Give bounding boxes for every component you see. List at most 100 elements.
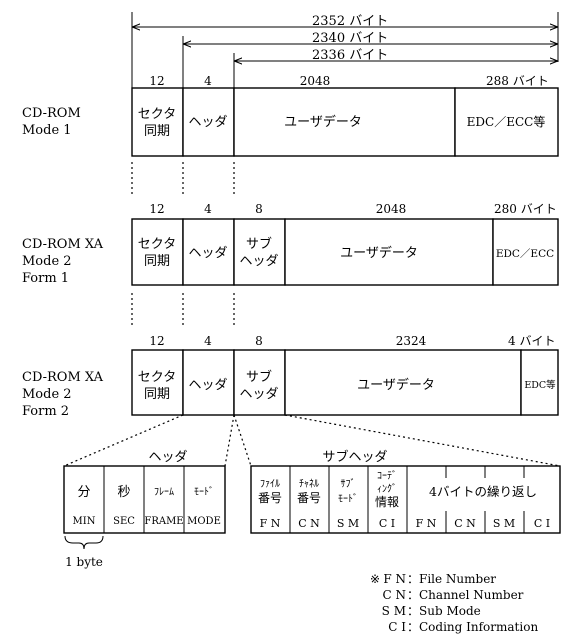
subheader-file-number-1: ﾌｧｲﾙ: [260, 479, 280, 490]
form2-subheader-text-1: サブ: [246, 369, 272, 385]
mode1-header-cell: [182, 87, 235, 157]
form2-label-line3: Form 2: [22, 404, 69, 419]
subheader-code-3: S M: [337, 517, 359, 530]
legend-code-ci: C I: [388, 620, 406, 634]
subheader-detail-title: サブヘッダ: [322, 449, 387, 465]
form1-label-line3: Form 1: [22, 271, 69, 286]
legend-code-fn: F N: [383, 572, 406, 586]
header-detail: ヘッダ 分 秒 ﾌﾚｰﾑ ﾓｰﾄﾞ MIN SEC FRAME MODE 1 b…: [63, 450, 226, 569]
mode1-label-line1: CD-ROM: [22, 106, 81, 121]
header-field-min-jp: 分: [77, 485, 90, 500]
form1-edc-cell: [492, 218, 559, 286]
form1-label-line1: CD-ROM XA: [22, 237, 104, 252]
form1-size-sync: 12: [149, 202, 164, 216]
byte-note: 1 byte: [65, 555, 103, 569]
form2-sector: CD-ROM XA Mode 2 Form 2 12 4 8 2324 4 バイ…: [22, 334, 559, 419]
subheader-code-2: C N: [298, 517, 320, 530]
form2-size-user: 2324: [396, 334, 427, 348]
form2-sync-text-2: 同期: [144, 387, 170, 402]
form1-subheader-text-2: ヘッダ: [239, 254, 278, 269]
form1-user-cell: [284, 218, 494, 286]
mode1-edc-cell: [454, 87, 559, 157]
form2-user-cell: [284, 349, 522, 416]
form1-size-edc: 280 バイト: [494, 202, 557, 216]
form2-size-subheader: 8: [255, 334, 263, 348]
form1-sync-text-1: セクタ: [138, 237, 176, 252]
form1-sync-cell: [131, 218, 184, 286]
form2-edc-text: EDC等: [524, 379, 556, 391]
dimension-lines: 2352 バイト 2340 バイト 2336 バイト: [131, 12, 559, 88]
dimension-label-2340: 2340 バイト: [312, 31, 388, 46]
form1-subheader-cell: [233, 218, 286, 286]
dimension-label-2336: 2336 バイト: [312, 48, 388, 63]
form2-size-edc: 4 バイト: [508, 334, 555, 348]
subheader-channel-number-1: ﾁｬﾈﾙ: [299, 478, 319, 490]
mode1-user-cell: [233, 87, 456, 157]
form2-size-sync: 12: [149, 334, 164, 348]
header-field-min-en: MIN: [73, 516, 96, 527]
form2-header-text: ヘッダ: [188, 378, 227, 393]
form1-size-subheader: 8: [255, 202, 263, 216]
legend-code-sm: S M: [382, 604, 406, 618]
legend-desc-fn: ：File Number: [407, 572, 496, 586]
subheader-code-1: F N: [260, 517, 281, 530]
form1-sync-text-2: 同期: [144, 254, 170, 269]
form1-user-text: ユーザデータ: [340, 245, 418, 261]
form1-header-text: ヘッダ: [188, 246, 227, 261]
mode1-size-header: 4: [204, 74, 212, 88]
subheader-detail: サブヘッダ ﾌｧｲﾙ 番号 ﾁｬﾈﾙ 番号 ｻﾌﾞ ﾓｰﾄﾞ ｺｰﾃﾞ ｨﾝｸﾞ…: [250, 449, 561, 534]
form1-size-header: 4: [204, 202, 212, 216]
subheader-submode-1: ｻﾌﾞ: [341, 478, 356, 490]
form1-sector: CD-ROM XA Mode 2 Form 1 12 4 8 2048 280 …: [22, 202, 559, 286]
form2-user-text: ユーザデータ: [357, 377, 435, 393]
form1-label-line2: Mode 2: [22, 254, 72, 269]
form2-label-line1: CD-ROM XA: [22, 370, 104, 385]
dimension-label-2352: 2352 バイト: [312, 14, 388, 29]
form2-header-cell: [182, 349, 235, 416]
subheader-channel-number-2: 番号: [297, 491, 321, 505]
header-field-sec-en: SEC: [113, 516, 135, 527]
subheader-code-7: S M: [493, 517, 515, 530]
mode1-user-text: ユーザデータ: [284, 114, 362, 130]
mode1-header-text: ヘッダ: [188, 115, 227, 130]
subheader-code-8: C I: [534, 517, 550, 530]
subheader-code-6: C N: [454, 517, 476, 530]
subheader-submode-2: ﾓｰﾄﾞ: [338, 493, 358, 505]
header-field-frame-jp: ﾌﾚｰﾑ: [154, 487, 174, 498]
subheader-coding-info-1: ｺｰﾃﾞ: [377, 470, 397, 482]
form1-edc-text: EDC／ECC: [496, 248, 554, 260]
form1-subheader-text-1: サブ: [246, 236, 272, 252]
mode1-size-user: 2048: [300, 74, 331, 88]
mode1-size-edc: 288 バイト: [486, 74, 549, 88]
form2-subheader-text-2: ヘッダ: [239, 387, 278, 402]
header-field-sec-jp: 秒: [117, 485, 130, 500]
subheader-coding-info-3: 情報: [375, 495, 399, 509]
subheader-code-5: F N: [416, 517, 437, 530]
form2-sync-cell: [131, 349, 184, 416]
mode1-sector: CD-ROM Mode 1 12 4 2048 288 バイト セクタ 同期 ヘ…: [22, 74, 559, 157]
form1-size-user: 2048: [376, 202, 407, 216]
mode1-sync-text-1: セクタ: [138, 107, 176, 122]
mode1-size-sync: 12: [149, 74, 164, 88]
legend-desc-cn: ：Channel Number: [407, 588, 524, 602]
legend-desc-sm: ：Sub Mode: [407, 604, 481, 618]
subheader-file-number-2: 番号: [258, 491, 282, 505]
form1-header-cell: [182, 218, 235, 286]
form2-edc-cell: [520, 349, 559, 416]
legend-desc-ci: ：Coding Information: [407, 620, 538, 634]
form2-label-line2: Mode 2: [22, 387, 72, 402]
subheader-coding-info-2: ｨﾝｸﾞ: [377, 483, 397, 495]
header-field-mode-jp: ﾓｰﾄﾞ: [194, 486, 214, 498]
legend: ※ F N ：File Number C N ：Channel Number S…: [370, 572, 538, 634]
mode1-sync-text-2: 同期: [144, 124, 170, 139]
byte-brace: [64, 535, 104, 550]
subheader-repeat-text: 4バイトの繰り返し: [429, 484, 537, 499]
form2-size-header: 4: [204, 334, 212, 348]
legend-mark: ※: [370, 572, 380, 586]
header-field-frame-en: FRAME: [144, 516, 183, 527]
mode1-label-line2: Mode 1: [22, 123, 72, 138]
mode1-edc-text: EDC／ECC等: [467, 115, 546, 129]
form2-sync-text-1: セクタ: [138, 370, 176, 385]
header-detail-title: ヘッダ: [148, 450, 187, 465]
